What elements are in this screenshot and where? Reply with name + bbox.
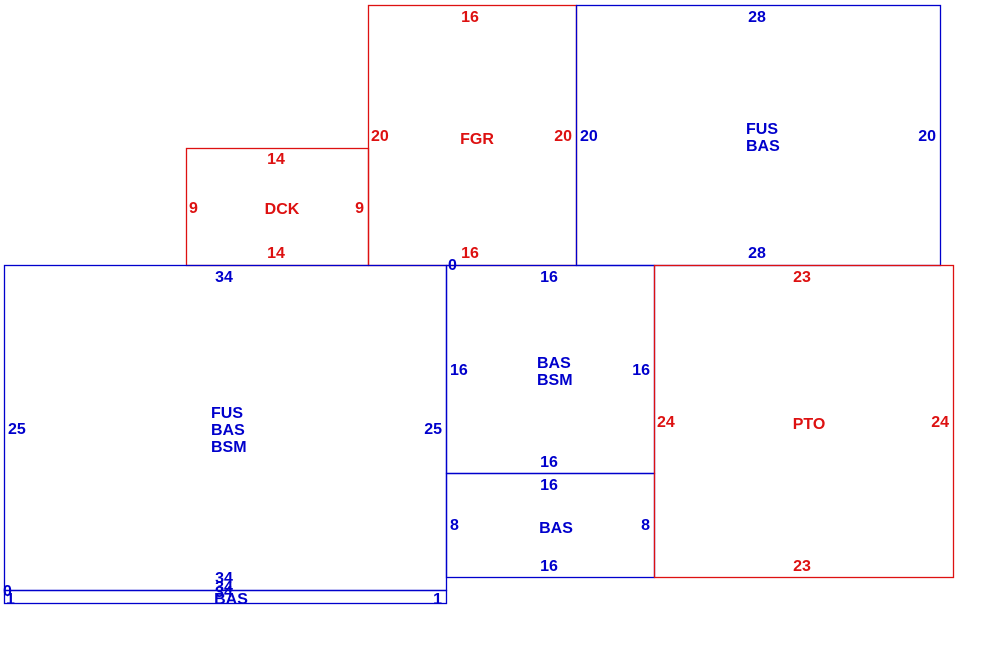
bas-bsm-dim-bottom: 16 xyxy=(540,454,558,471)
dck-dim-bottom: 14 xyxy=(267,245,285,262)
fus-upper-code-1: FUS xyxy=(746,121,778,138)
bas-bsm-corner-label: 0 xyxy=(448,257,457,274)
bas-strip-corner-label: 0 xyxy=(3,583,12,600)
bas-small-dim-left: 8 xyxy=(450,517,459,534)
bas-small-code: BAS xyxy=(539,520,573,537)
fus-main-code-2: BAS xyxy=(211,422,245,439)
fus-main-dim-top: 34 xyxy=(215,269,233,286)
fus-upper-dim-bottom: 28 xyxy=(748,245,766,262)
pto-dim-right: 24 xyxy=(931,414,949,431)
fgr-dim-bottom: 16 xyxy=(461,245,479,262)
bas-small-dim-right: 8 xyxy=(641,517,650,534)
pto-dim-left: 24 xyxy=(657,414,675,431)
bas-bsm-code-1: BAS xyxy=(537,355,571,372)
dck-code: DCK xyxy=(265,201,300,218)
fus-upper-dim-top: 28 xyxy=(748,9,766,26)
bas-small-dim-top: 16 xyxy=(540,477,558,494)
fus-main-code-1: FUS xyxy=(211,405,243,422)
dck-dim-top: 14 xyxy=(267,151,285,168)
fgr-dim-left: 20 xyxy=(371,128,389,145)
fus-main-dim-right: 25 xyxy=(424,421,442,438)
bas-bsm-dim-top: 16 xyxy=(540,269,558,286)
fus-main-dim-bottom: 34 xyxy=(215,570,233,587)
pto-dim-top: 23 xyxy=(793,269,811,286)
bas-strip-dim-bottom: 34 xyxy=(215,584,233,601)
pto-dim-bottom: 23 xyxy=(793,558,811,575)
fus-main-dim-left: 25 xyxy=(8,421,26,438)
fus-upper-dim-left: 20 xyxy=(580,128,598,145)
dck-dim-right: 9 xyxy=(355,200,364,217)
bas-strip-dim-right: 1 xyxy=(433,591,442,608)
dck-dim-left: 9 xyxy=(189,200,198,217)
bas-bsm-dim-right: 16 xyxy=(632,362,650,379)
bas-bsm-code-2: BSM xyxy=(537,372,573,389)
bas-strip-dim-left: 1 xyxy=(6,591,15,608)
fgr-dim-right: 20 xyxy=(554,128,572,145)
fgr-code: FGR xyxy=(460,131,494,148)
fus-upper-code-2: BAS xyxy=(746,138,780,155)
bas-small-dim-bottom: 16 xyxy=(540,558,558,575)
bas-bsm-dim-left: 16 xyxy=(450,362,468,379)
fus-upper-dim-right: 20 xyxy=(918,128,936,145)
fus-main-code-3: BSM xyxy=(211,439,247,456)
fgr-dim-top: 16 xyxy=(461,9,479,26)
bas-strip-code: BAS xyxy=(214,591,248,608)
bas-strip-outline xyxy=(3,589,448,605)
pto-outline xyxy=(653,264,955,579)
pto-code: PTO xyxy=(793,416,826,433)
bas-strip-dim-top: 34 xyxy=(215,579,233,596)
